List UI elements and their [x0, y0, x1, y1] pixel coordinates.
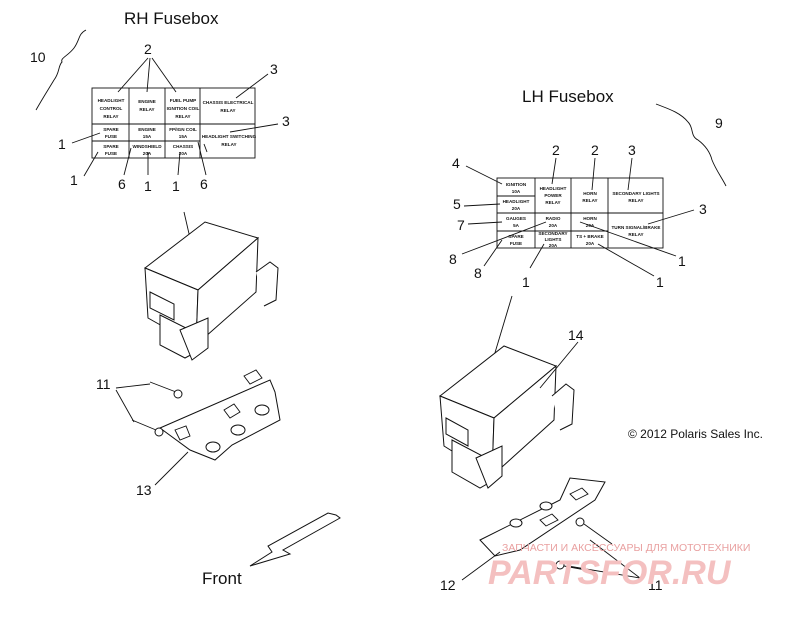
lh-fusebox-title: LH Fusebox — [522, 87, 614, 106]
watermark-logo: PARTSFOR.RU — [488, 554, 732, 592]
callout-2: 2 — [591, 142, 599, 158]
callout-2: 2 — [552, 142, 560, 158]
callout-6: 6 — [118, 176, 126, 192]
front-label: Front — [202, 569, 242, 588]
callout-12-leader — [461, 551, 501, 581]
callout-4: 4 — [452, 155, 460, 171]
rh-callouts: 10 2 3 3 1 1 6 1 1 6 — [30, 41, 290, 194]
callout-1: 1 — [58, 136, 66, 152]
callout-3: 3 — [699, 201, 707, 217]
callout-11: 11 — [648, 577, 663, 593]
callout-5: 5 — [453, 196, 461, 212]
rh-bracket — [159, 369, 281, 461]
lh-bracket — [479, 477, 606, 557]
callout-8: 8 — [449, 251, 457, 267]
callout-11: 11 — [96, 376, 111, 392]
rh-fusebox-title: RH Fusebox — [124, 9, 219, 28]
rh-fusebox-housing — [144, 211, 279, 361]
callout-3: 3 — [628, 142, 636, 158]
watermark-tagline: ЗАПЧАСТИ И АКСЕССУАРЫ ДЛЯ МОТОТЕХНИКИ — [502, 542, 750, 554]
callout-13: 13 — [136, 482, 152, 498]
front-arrow — [249, 512, 341, 567]
callout-10: 10 — [30, 49, 46, 65]
callout-3: 3 — [270, 61, 278, 77]
callout-8: 8 — [474, 265, 482, 281]
callout-13-leader — [154, 451, 189, 486]
lh-fusebox-grid — [496, 177, 664, 249]
callout-9: 9 — [715, 115, 723, 131]
callout-1: 1 — [656, 274, 664, 290]
callout-2: 2 — [144, 41, 152, 57]
rh-leader-lines — [71, 57, 279, 177]
callout-1: 1 — [172, 178, 180, 194]
callout-14: 14 — [568, 327, 584, 343]
lh-fusebox-housing — [439, 295, 579, 489]
callout-7: 7 — [457, 217, 465, 233]
lh-screws — [555, 517, 641, 579]
lh-leader-lines — [461, 157, 695, 277]
callout-1: 1 — [678, 253, 686, 269]
callout-1: 1 — [522, 274, 530, 290]
callout-12: 12 — [440, 577, 456, 593]
callout-1: 1 — [70, 172, 78, 188]
rh-brace — [35, 29, 87, 111]
rh-screws — [115, 381, 183, 437]
lh-callouts: 4 2 2 3 9 5 3 7 1 8 8 1 1 — [449, 115, 723, 290]
callout-3: 3 — [282, 113, 290, 129]
callout-6: 6 — [200, 176, 208, 192]
copyright-text: © 2012 Polaris Sales Inc. — [628, 427, 763, 441]
callout-1: 1 — [144, 178, 152, 194]
lh-brace — [655, 103, 727, 187]
